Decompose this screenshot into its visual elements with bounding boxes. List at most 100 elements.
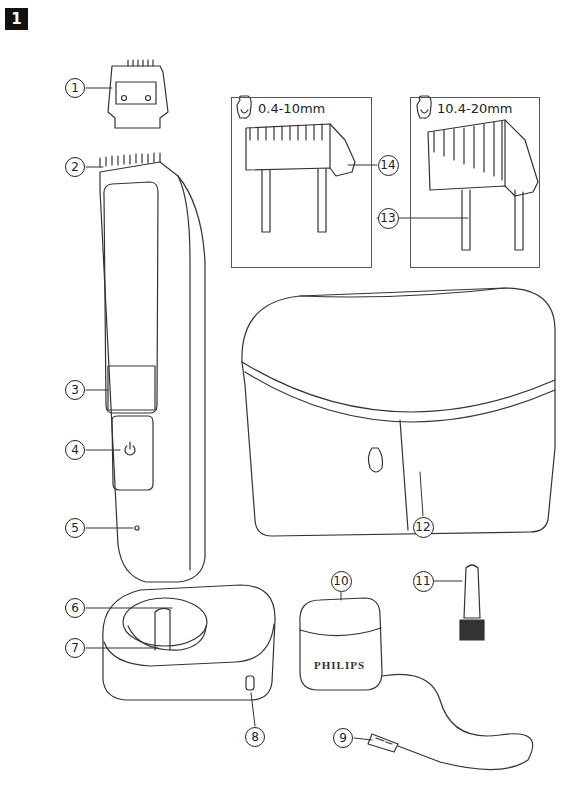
power-adapter [368, 734, 398, 752]
trimmer-attachment [116, 82, 156, 104]
trimmer-attachment [108, 66, 168, 128]
cleaning-brush [460, 620, 484, 640]
leader-lines [420, 472, 423, 516]
callout-text: 3 [71, 384, 79, 396]
leader-lines [86, 390, 108, 391]
trimmer-body [104, 182, 158, 413]
leader-lines [86, 167, 103, 168]
travel-case [368, 448, 382, 472]
trimmer-attachment [128, 60, 153, 66]
short-comb [246, 124, 355, 232]
callout-text: 5 [71, 522, 79, 534]
comb-frame-art [241, 110, 248, 113]
callout-text: 6 [71, 602, 79, 614]
callout-text: 7 [71, 642, 79, 654]
travel-case [242, 288, 555, 536]
trimmer-attachment [122, 96, 127, 101]
long-comb [434, 121, 502, 180]
short-comb [250, 124, 322, 140]
trimmer-body [135, 526, 139, 530]
travel-case [400, 420, 408, 530]
cleaning-brush [464, 565, 480, 618]
callout-number: 1 [65, 78, 85, 98]
callout-number: 9 [333, 728, 353, 748]
callout-number: 2 [65, 157, 85, 177]
size-range: 0.4-10mm [256, 101, 327, 117]
size-range: 10.4-20mm [435, 101, 515, 117]
callout-text: 14 [380, 159, 395, 171]
callout-text: 1 [11, 12, 21, 27]
power-adapter [300, 628, 381, 636]
trimmer-attachment [146, 96, 151, 101]
trimmer-body [100, 153, 160, 167]
callout-number: 11 [413, 571, 434, 592]
power-adapter [300, 598, 533, 770]
trimmer-attachment [108, 60, 168, 128]
callout-number: 8 [245, 727, 265, 747]
cleaning-brush [460, 565, 484, 640]
travel-case [300, 288, 505, 297]
comb-frame: 10.4-20mm [410, 97, 540, 268]
charging-stand [123, 598, 207, 646]
long-comb [504, 120, 505, 186]
trimmer-body [108, 366, 155, 410]
leader-lines [251, 693, 255, 726]
charging-stand [103, 585, 275, 700]
callout-text: 13 [380, 212, 395, 224]
long-comb [515, 190, 523, 250]
brand-logo: PHILIPS [314, 659, 365, 671]
callout-number: 14 [378, 155, 399, 176]
charging-stand [104, 624, 274, 666]
travel-case [242, 362, 555, 412]
callout-text: 11 [415, 575, 430, 587]
comb-frame-art [421, 110, 428, 113]
long-comb [462, 190, 470, 250]
trimmer-body [125, 442, 135, 455]
power-adapter [382, 674, 533, 769]
charging-stand [103, 585, 275, 700]
charging-stand [128, 626, 206, 650]
trimmer-body [100, 162, 205, 582]
long-comb [428, 120, 538, 250]
callout-text: 2 [71, 161, 79, 173]
comb-frame: 0.4-10mm [231, 97, 372, 268]
leader-lines [341, 592, 342, 600]
callout-number: 12 [413, 517, 434, 538]
figure-number: 1 [5, 8, 28, 30]
comb-frame-art [237, 96, 431, 118]
leader-lines [86, 608, 172, 609]
short-comb [246, 124, 355, 176]
callout-text: 9 [339, 732, 347, 744]
callout-number: 5 [65, 518, 85, 538]
leader-lines [86, 648, 158, 649]
callout-text: 8 [251, 731, 259, 743]
leader-lines [354, 738, 372, 740]
travel-case [242, 288, 555, 536]
callout-text: 10 [333, 575, 348, 587]
callout-number: 3 [65, 380, 85, 400]
power-adapter [300, 598, 382, 690]
charging-stand [246, 676, 254, 690]
callout-text: 12 [415, 521, 430, 533]
trimmer-body [112, 416, 153, 490]
callout-number: 6 [65, 598, 85, 618]
leader-lines [86, 528, 133, 529]
power-adapter [376, 738, 392, 744]
leader-lines [86, 88, 112, 89]
callout-number: 10 [331, 571, 352, 592]
callout-number: 13 [378, 208, 399, 229]
comb-frame-art [417, 96, 431, 118]
callout-text: 4 [71, 444, 79, 456]
leader-lines [434, 581, 462, 582]
short-comb [318, 169, 326, 232]
long-comb [428, 120, 538, 196]
travel-case [245, 372, 555, 422]
callout-number: 7 [65, 638, 85, 658]
trimmer-body [100, 153, 205, 582]
leader-lines [348, 165, 377, 166]
short-comb [262, 170, 270, 232]
charging-stand [155, 608, 170, 650]
short-comb [329, 124, 330, 168]
